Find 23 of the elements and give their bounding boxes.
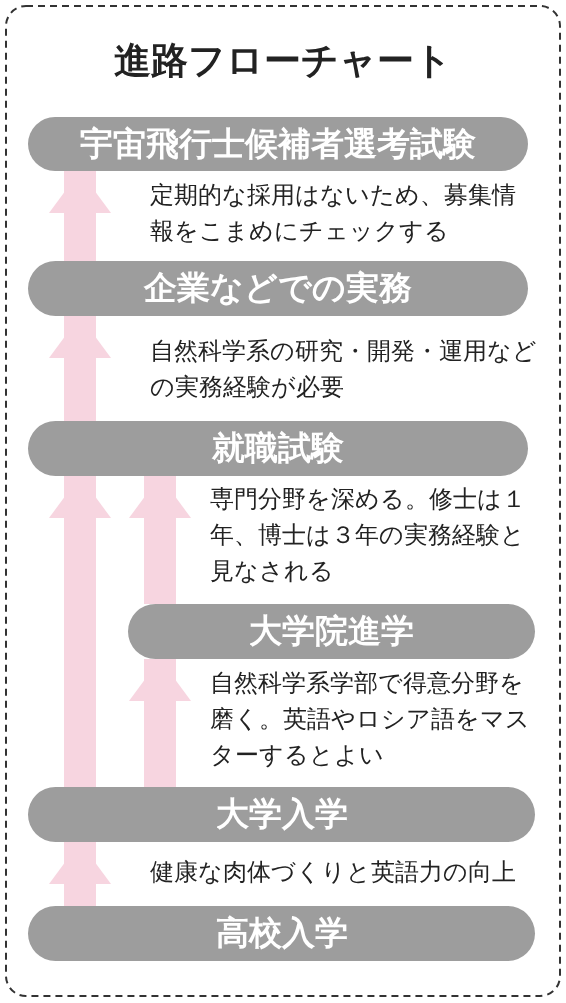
stage-label: 高校入学 [215, 912, 348, 954]
stage-label: 企業などでの実務 [144, 267, 412, 309]
step-note: 専門分野を深める。修士は１年、博士は３年の実務経験と見なされる [210, 484, 527, 587]
stage-label: 大学入学 [215, 793, 348, 835]
stage-pill [28, 421, 528, 476]
stage-label: 大学院進学 [249, 610, 414, 652]
block-arrow [49, 316, 111, 421]
title: 進路フローチャート [113, 38, 453, 84]
block-arrow [49, 476, 111, 787]
stage-label: 宇宙飛行士候補者選考試験 [80, 122, 476, 165]
step-note: 自然科学系の研究・開発・運用などの実務経験が必要 [150, 336, 538, 403]
stage-pill [128, 604, 535, 659]
block-arrow [49, 842, 111, 906]
stage-pill [28, 117, 528, 171]
block-arrow [49, 171, 111, 261]
step-note: 健康な肉体づくりと英語力の向上 [150, 857, 517, 888]
stage-pill [28, 906, 535, 961]
stage-label: 就職試験 [212, 427, 344, 469]
stage-pill [28, 261, 528, 316]
block-arrow [129, 659, 191, 787]
stage-pill [28, 787, 535, 842]
step-note: 自然科学系学部で得意分野を磨く。英語やロシア語をマスターするとよい [210, 668, 531, 771]
step-note: 定期的な採用はないため、募集情報をこまめにチェックする [150, 180, 517, 247]
